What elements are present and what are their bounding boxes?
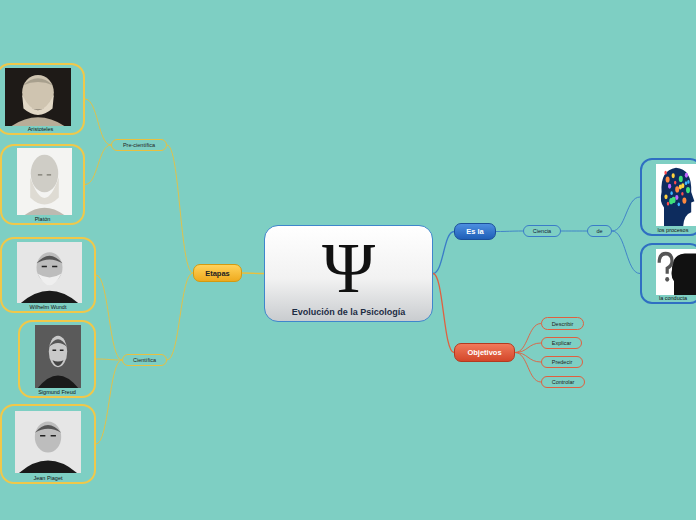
node-label: de	[596, 228, 602, 234]
branch-connector	[515, 353, 541, 383]
subtopic-pill: Científica	[122, 354, 167, 366]
node-label: Platón	[2, 216, 83, 222]
branch-connector	[515, 324, 541, 353]
subtopic-pill: Predecir	[541, 356, 583, 368]
portrait-illustration	[656, 249, 696, 295]
branch-connector	[96, 275, 122, 360]
central-topic: Ψ Evolución de la Psicología	[264, 225, 433, 322]
portrait-card: Sigmund Freud	[18, 320, 96, 398]
branch-pill: Es la	[454, 223, 496, 240]
node-label: Jean Piaget	[2, 475, 94, 481]
subtopic-pill: Describir	[541, 317, 584, 330]
branch-connector	[96, 359, 122, 360]
branch-connector	[561, 231, 587, 232]
portrait-illustration	[17, 242, 82, 303]
branch-connector	[167, 145, 193, 273]
branch-connector	[85, 145, 111, 185]
node-label: Predecir	[552, 359, 572, 365]
portrait-card: Jean Piaget	[0, 404, 96, 484]
node-label: Etapas	[205, 269, 230, 278]
node-label: Ciencia	[533, 228, 551, 234]
branch-connector	[85, 99, 111, 145]
portrait-illustration	[15, 411, 81, 473]
portrait-illustration	[17, 148, 72, 215]
branch-pill: Objetivos	[454, 343, 515, 362]
subtopic-pill: Controlar	[541, 376, 585, 388]
subtopic-pill: Pre-científica	[111, 139, 167, 151]
node-label: Objetivos	[467, 348, 501, 357]
branch-pill: Etapas	[193, 264, 242, 282]
branch-connector	[515, 343, 541, 353]
branch-connector	[496, 231, 523, 233]
node-label: Wilhelm Wundt	[2, 304, 94, 310]
node-label: los procesos	[642, 227, 696, 233]
node-label: Es la	[466, 227, 484, 236]
portrait-illustration	[656, 164, 696, 226]
portrait-card: Wilhelm Wundt	[0, 237, 96, 313]
subtopic-pill: Ciencia	[523, 225, 561, 237]
branch-connector	[167, 273, 193, 360]
image-card: los procesos	[640, 158, 696, 236]
node-label: Explicar	[552, 340, 572, 346]
node-label: Controlar	[552, 379, 575, 385]
image-card: la conducta	[640, 243, 696, 304]
subtopic-pill: Explicar	[541, 337, 582, 349]
subtopic-pill: de	[587, 225, 612, 237]
psi-symbol: Ψ	[265, 232, 432, 304]
node-label: la conducta	[642, 295, 696, 301]
branch-connector	[96, 360, 122, 444]
node-label: Describir	[552, 321, 574, 327]
node-label: Aristoteles	[0, 126, 83, 132]
portrait-card: Aristoteles	[0, 63, 85, 135]
branch-connector	[612, 231, 640, 274]
node-label: Científica	[133, 357, 156, 363]
branch-connector	[433, 274, 454, 353]
portrait-illustration	[35, 325, 81, 388]
branch-connector	[612, 197, 640, 231]
node-label: Pre-científica	[123, 142, 155, 148]
branch-connector	[242, 272, 264, 274]
node-label: Sigmund Freud	[20, 389, 94, 395]
branch-connector	[433, 232, 454, 274]
portrait-card: Platón	[0, 144, 85, 225]
node-label: Evolución de la Psicología	[265, 307, 432, 317]
portrait-illustration	[5, 68, 71, 126]
